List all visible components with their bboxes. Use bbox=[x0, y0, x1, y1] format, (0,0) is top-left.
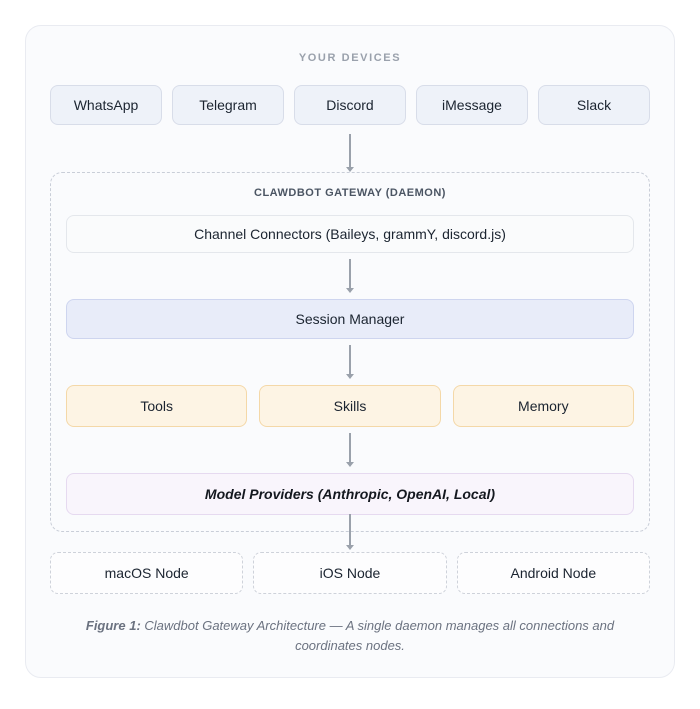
node-box-macos: macOS Node bbox=[50, 552, 244, 594]
arrow-down-icon bbox=[344, 345, 356, 379]
architecture-diagram-card: YOUR DEVICES WhatsApp Telegram Discord i… bbox=[25, 25, 675, 678]
device-box-discord: Discord bbox=[294, 85, 406, 125]
node-box-ios: iOS Node bbox=[253, 552, 447, 594]
arrow-head bbox=[346, 462, 354, 467]
tools-box: Tools bbox=[66, 385, 248, 427]
figure-caption-text: Clawdbot Gateway Architecture — A single… bbox=[140, 618, 615, 654]
device-box-whatsapp: WhatsApp bbox=[50, 85, 162, 125]
device-box-imessage: iMessage bbox=[416, 85, 528, 125]
arrow-down-icon bbox=[344, 134, 356, 172]
model-providers-box: Model Providers (Anthropic, OpenAI, Loca… bbox=[66, 473, 634, 515]
memory-box: Memory bbox=[452, 385, 634, 427]
arrow-down-icon bbox=[344, 433, 356, 467]
arrow-shaft bbox=[349, 345, 351, 375]
figure-caption-prefix: Figure 1: bbox=[85, 618, 141, 633]
arrow-shaft bbox=[349, 433, 351, 463]
gateway-container: CLAWDBOT GATEWAY (DAEMON) Channel Connec… bbox=[50, 172, 650, 532]
your-devices-label: YOUR DEVICES bbox=[298, 52, 402, 64]
devices-row: WhatsApp Telegram Discord iMessage Slack bbox=[50, 85, 650, 125]
arrow-head bbox=[346, 167, 354, 172]
capabilities-row: Tools Skills Memory bbox=[66, 385, 634, 427]
arrow-down-icon bbox=[344, 514, 356, 550]
device-box-telegram: Telegram bbox=[172, 85, 284, 125]
session-manager-box: Session Manager bbox=[66, 299, 634, 339]
figure-caption: Figure 1: Clawdbot Gateway Architecture … bbox=[63, 616, 638, 656]
arrow-shaft bbox=[349, 514, 351, 546]
device-box-slack: Slack bbox=[538, 85, 650, 125]
channel-connectors-box: Channel Connectors (Baileys, grammY, dis… bbox=[66, 215, 634, 253]
node-box-android: Android Node bbox=[456, 552, 650, 594]
arrow-head bbox=[346, 374, 354, 379]
nodes-row: macOS Node iOS Node Android Node bbox=[50, 552, 650, 594]
arrow-shaft bbox=[349, 259, 351, 289]
arrow-head bbox=[346, 288, 354, 293]
arrow-head bbox=[346, 545, 354, 550]
arrow-down-icon bbox=[344, 259, 356, 293]
arrow-shaft bbox=[349, 134, 351, 168]
skills-box: Skills bbox=[259, 385, 441, 427]
gateway-label: CLAWDBOT GATEWAY (DAEMON) bbox=[254, 187, 446, 199]
